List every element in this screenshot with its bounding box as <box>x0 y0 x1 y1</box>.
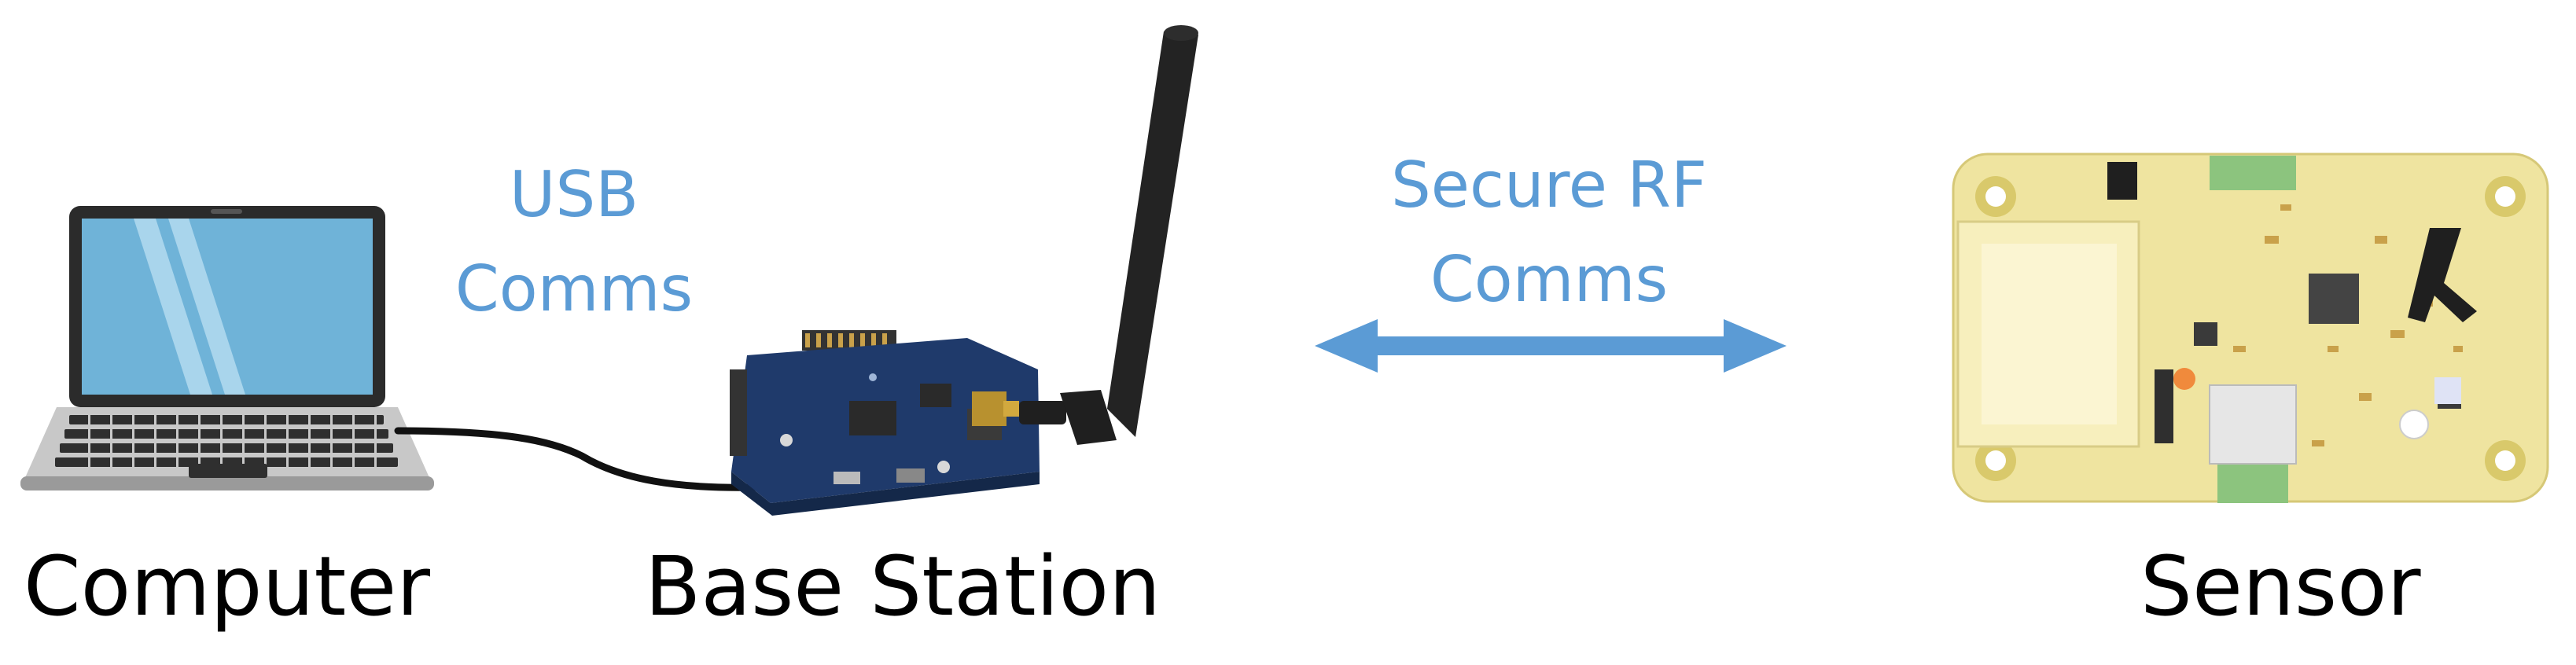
computer-label: Computer <box>24 538 431 634</box>
rf-comms-line1: Secure RF <box>1390 149 1708 222</box>
sensor-label: Sensor <box>2140 538 2421 634</box>
base-station-label: Base Station <box>645 538 1161 634</box>
laptop-icon <box>20 206 434 490</box>
usb-cable-icon <box>394 427 759 491</box>
usb-comms-line1: USB <box>509 158 639 231</box>
bidirectional-arrow-icon <box>1315 319 1787 373</box>
base-station-board-icon <box>730 330 1040 516</box>
sensor-pcb-icon <box>1952 152 2549 503</box>
rf-comms-line2: Comms <box>1430 243 1669 316</box>
antenna-icon <box>1019 25 1198 445</box>
usb-comms-label: USB Comms <box>440 148 708 336</box>
usb-comms-line2: Comms <box>454 252 694 325</box>
rf-comms-label: Secure RF Comms <box>1337 138 1761 327</box>
